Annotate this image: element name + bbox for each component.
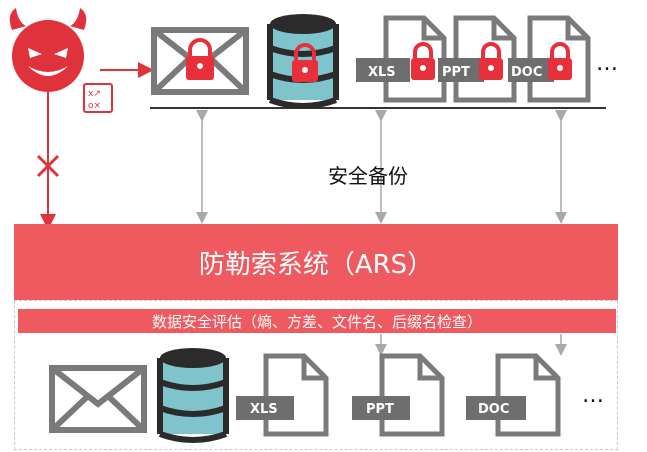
bottom-ppt-label: PPT xyxy=(366,402,394,417)
top-ellipsis: … xyxy=(596,51,618,76)
evaluation-label: 数据安全评估（熵、方差、文件名、后缀名检查） xyxy=(151,312,482,331)
envelope-icon xyxy=(49,365,147,433)
lock-icon xyxy=(411,42,435,80)
devil-icon xyxy=(9,8,87,92)
svg-text:o×: o× xyxy=(88,101,101,111)
file-icon xyxy=(508,15,591,103)
evaluation-bar: 数据安全评估（熵、方差、文件名、后缀名检查） xyxy=(18,309,616,333)
file-icon xyxy=(466,353,561,437)
lock-icon xyxy=(548,42,572,80)
file-icon xyxy=(236,353,329,437)
attack-tool-icon: x↗ o× xyxy=(83,83,113,113)
file-icon xyxy=(352,353,445,437)
lock-icon xyxy=(479,42,503,80)
block-x-icon xyxy=(36,154,60,178)
bottom-doc-label: DOC xyxy=(478,402,509,417)
ars-system-band: 防勒索系统（ARS） xyxy=(14,224,618,300)
bottom-xls-label: XLS xyxy=(250,402,278,417)
svg-text:x↗: x↗ xyxy=(88,89,101,99)
lock-icon xyxy=(292,43,318,82)
database-icon xyxy=(157,348,229,443)
bottom-ellipsis: … xyxy=(582,383,604,408)
backup-label: 安全备份 xyxy=(328,164,408,188)
top-doc-label: DOC xyxy=(511,65,542,80)
system-title: 防勒索系统（ARS） xyxy=(198,249,434,280)
lock-icon xyxy=(186,38,214,80)
top-ppt-label: PPT xyxy=(442,65,470,80)
evaluation-area xyxy=(14,300,618,450)
top-xls-label: XLS xyxy=(368,65,396,80)
file-icon xyxy=(438,15,517,103)
